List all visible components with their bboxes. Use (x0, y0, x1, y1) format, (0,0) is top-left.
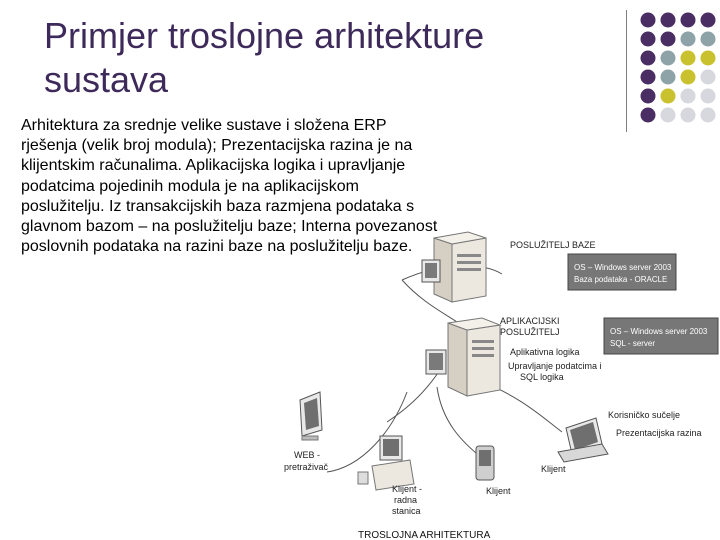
application-monitor-icon (426, 350, 446, 374)
pda-client-label: Klijent (486, 486, 511, 496)
web-client-label-line-1: WEB - (294, 450, 320, 460)
three-tier-architecture-diagram: POSLUŽITELJ BAZE OS – Windows server 200… (262, 222, 720, 540)
decorative-dot (661, 51, 676, 66)
laptop-client-icon (558, 418, 608, 462)
db-server-label: POSLUŽITELJ BAZE (510, 240, 596, 250)
decorative-dot (681, 108, 696, 123)
decorative-dot (701, 51, 716, 66)
application-server-icon (448, 318, 500, 396)
decorative-dot (661, 32, 676, 47)
web-client-label-line-2: pretraživač (284, 462, 329, 472)
app-spec-box: OS – Windows server 2003 SQL - server (604, 318, 718, 354)
decorative-dot (641, 108, 656, 123)
decorative-dot (641, 32, 656, 47)
title-line-2: sustava (44, 59, 168, 100)
decorative-dot (641, 51, 656, 66)
decorative-dot (701, 13, 716, 28)
app-server-label-line-2: POSLUŽITELJ (500, 327, 560, 337)
connection-line (387, 370, 440, 422)
decorative-dot (641, 13, 656, 28)
decorative-dot-grid (638, 10, 718, 130)
diagram-caption: TROSLOJNA ARHITEKTURA (358, 530, 491, 540)
workstation-label-line-3: stanica (392, 506, 421, 516)
app-spec-line-2: SQL - server (610, 339, 655, 348)
workstation-label-line-1: Klijent - (392, 484, 422, 494)
decorative-dot (661, 70, 676, 85)
decorative-dot (701, 89, 716, 104)
db-spec-box: OS – Windows server 2003 Baza podataka -… (568, 254, 676, 290)
decorative-dot (701, 32, 716, 47)
workstation-label-line-2: radna (394, 495, 417, 505)
data-mgmt-label-line-2: SQL logika (520, 372, 564, 382)
decorative-dot (681, 89, 696, 104)
decorative-dot (641, 70, 656, 85)
decorative-dot (681, 32, 696, 47)
workstation-client-icon (358, 436, 414, 490)
decorative-dot (641, 89, 656, 104)
db-spec-line-1: OS – Windows server 2003 (574, 263, 672, 272)
app-logic-label: Aplikativna logika (510, 347, 580, 357)
decorative-dot (681, 13, 696, 28)
app-spec-line-1: OS – Windows server 2003 (610, 327, 708, 336)
presentation-layer-label: Prezentacijska razina (616, 428, 702, 438)
pda-client-icon (476, 446, 494, 480)
database-monitor-icon (422, 260, 440, 282)
web-client-monitor-icon (300, 392, 322, 440)
title-line-1: Primjer troslojne arhitekture (44, 15, 484, 56)
decorative-dot (681, 70, 696, 85)
decorative-dot (681, 51, 696, 66)
decorative-dot (661, 108, 676, 123)
data-mgmt-label-line-1: Upravljanje podatcima i (508, 361, 602, 371)
app-server-label-line-1: APLIKACIJSKI (500, 316, 560, 326)
decorative-dot (701, 70, 716, 85)
database-server-icon (434, 232, 486, 302)
decorative-dot (661, 89, 676, 104)
connection-line (437, 387, 482, 458)
user-interface-label: Korisničko sučelje (608, 410, 680, 420)
laptop-client-label: Klijent (541, 464, 566, 474)
decorative-dot (661, 13, 676, 28)
decorative-dot (701, 108, 716, 123)
divider-line (626, 10, 627, 132)
db-spec-line-2: Baza podataka - ORACLE (574, 275, 667, 284)
slide-title: Primjer troslojne arhitekture sustava (44, 14, 604, 102)
